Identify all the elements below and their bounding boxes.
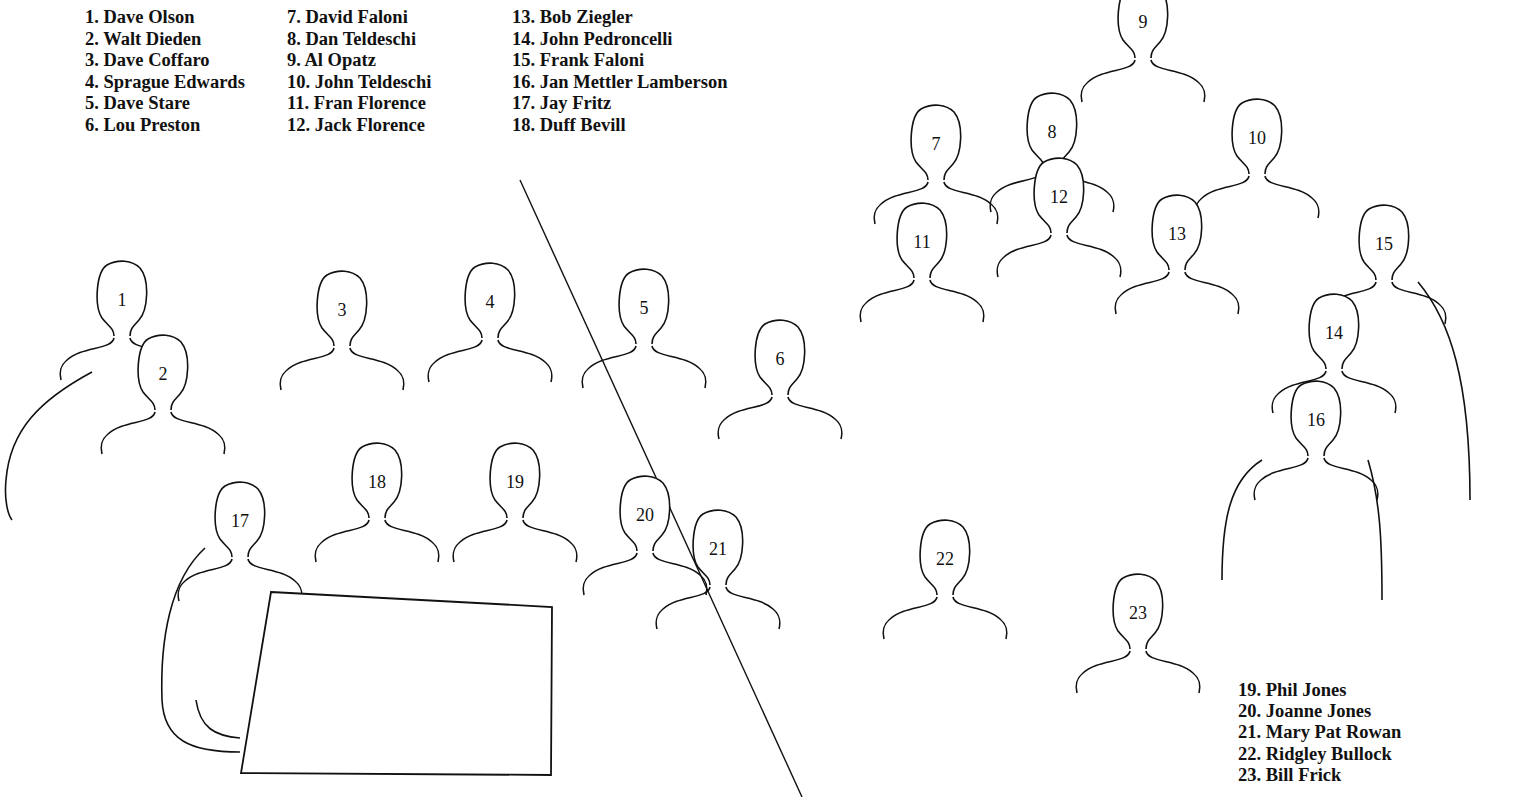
callout-number: 18 xyxy=(368,468,386,492)
callout-number: 19 xyxy=(506,468,524,492)
name-entry: 8. Dan Teldeschi xyxy=(287,28,416,50)
shoulder-outline xyxy=(1254,458,1378,500)
callout-number: 11 xyxy=(913,228,930,252)
callout-number: 17 xyxy=(231,507,249,531)
person-silhouette: 3 xyxy=(314,270,370,346)
callout-number: 20 xyxy=(636,501,654,525)
person-silhouette: 5 xyxy=(616,268,672,344)
body-outline xyxy=(1418,282,1470,500)
shoulder-outline xyxy=(315,520,439,562)
shoulder-outline xyxy=(582,346,706,388)
shoulder-outline xyxy=(860,280,984,322)
callout-number: 12 xyxy=(1050,183,1068,207)
person-silhouette: 22 xyxy=(917,519,973,595)
callout-number: 5 xyxy=(640,294,649,318)
person-silhouette: 15 xyxy=(1356,204,1412,280)
callout-number: 10 xyxy=(1248,124,1266,148)
name-entry: 17. Jay Fritz xyxy=(512,92,611,114)
person-silhouette: 17 xyxy=(212,481,268,557)
person-silhouette: 23 xyxy=(1110,573,1166,649)
person-silhouette: 2 xyxy=(135,334,191,410)
shoulder-outline xyxy=(583,553,707,595)
name-entry: 11. Fran Florence xyxy=(287,92,426,114)
name-entry: 22. Ridgley Bullock xyxy=(1238,743,1392,765)
body-outline xyxy=(1222,460,1382,600)
callout-number: 6 xyxy=(776,345,785,369)
callout-number: 8 xyxy=(1048,118,1057,142)
name-entry: 19. Phil Jones xyxy=(1238,679,1346,701)
callout-number: 9 xyxy=(1139,8,1148,32)
shoulder-outline xyxy=(883,597,1007,639)
name-entry: 15. Frank Faloni xyxy=(512,49,644,71)
name-entry: 4. Sprague Edwards xyxy=(85,71,245,93)
name-entry: 14. John Pedroncelli xyxy=(512,28,673,50)
person-silhouette: 7 xyxy=(908,104,964,180)
person-silhouette: 14 xyxy=(1306,293,1362,369)
name-entry: 7. David Faloni xyxy=(287,6,408,28)
shoulder-outline xyxy=(656,587,780,629)
name-entry: 5. Dave Stare xyxy=(85,92,190,114)
name-entry: 6. Lou Preston xyxy=(85,114,200,136)
callout-number: 14 xyxy=(1325,319,1343,343)
callout-number: 16 xyxy=(1307,406,1325,430)
callout-number: 1 xyxy=(118,286,127,310)
diagonal-line xyxy=(520,180,802,797)
callout-number: 15 xyxy=(1375,230,1393,254)
person-silhouette: 21 xyxy=(690,509,746,585)
shoulder-outline xyxy=(718,397,842,439)
callout-number: 2 xyxy=(159,360,168,384)
callout-number: 13 xyxy=(1168,220,1186,244)
person-silhouette: 12 xyxy=(1031,157,1087,233)
person-silhouette: 8 xyxy=(1024,92,1080,168)
person-silhouette: 19 xyxy=(487,442,543,518)
person-silhouette: 20 xyxy=(617,475,673,551)
body-outline xyxy=(5,372,92,520)
name-entry: 12. Jack Florence xyxy=(287,114,425,136)
shoulder-outline xyxy=(453,520,577,562)
callout-number: 23 xyxy=(1129,599,1147,623)
shoulder-outline xyxy=(280,348,404,390)
callout-number: 22 xyxy=(936,545,954,569)
name-entry: 3. Dave Coffaro xyxy=(85,49,210,71)
shoulder-outline xyxy=(101,412,225,454)
held-sign xyxy=(241,592,552,775)
person-silhouette: 10 xyxy=(1229,98,1285,174)
person-silhouette: 4 xyxy=(462,262,518,338)
person-silhouette: 9 xyxy=(1115,0,1171,58)
shoulder-outline xyxy=(1076,651,1200,693)
name-entry: 23. Bill Frick xyxy=(1238,764,1341,786)
name-entry: 18. Duff Bevill xyxy=(512,114,626,136)
callout-number: 7 xyxy=(932,130,941,154)
person-silhouette: 11 xyxy=(894,202,950,278)
shoulder-outline xyxy=(428,340,552,382)
shoulder-outline xyxy=(997,235,1121,277)
name-entry: 2. Walt Dieden xyxy=(85,28,201,50)
callout-number: 3 xyxy=(338,296,347,320)
shoulder-outline xyxy=(1081,60,1205,102)
name-entry: 13. Bob Ziegler xyxy=(512,6,633,28)
person-silhouette: 13 xyxy=(1149,194,1205,270)
person-silhouette: 6 xyxy=(752,319,808,395)
person-silhouette: 18 xyxy=(349,442,405,518)
name-entry: 21. Mary Pat Rowan xyxy=(1238,721,1401,743)
name-entry: 20. Joanne Jones xyxy=(1238,700,1371,722)
person-silhouette: 1 xyxy=(94,260,150,336)
name-entry: 1. Dave Olson xyxy=(85,6,194,28)
name-entry: 16. Jan Mettler Lamberson xyxy=(512,71,727,93)
shoulder-outline xyxy=(1195,176,1319,218)
person-silhouette: 16 xyxy=(1288,380,1344,456)
callout-number: 21 xyxy=(709,535,727,559)
arm xyxy=(162,548,240,752)
name-entry: 9. Al Opatz xyxy=(287,49,376,71)
name-entry: 10. John Teldeschi xyxy=(287,71,431,93)
callout-number: 4 xyxy=(486,288,495,312)
shoulder-outline xyxy=(1115,272,1239,314)
